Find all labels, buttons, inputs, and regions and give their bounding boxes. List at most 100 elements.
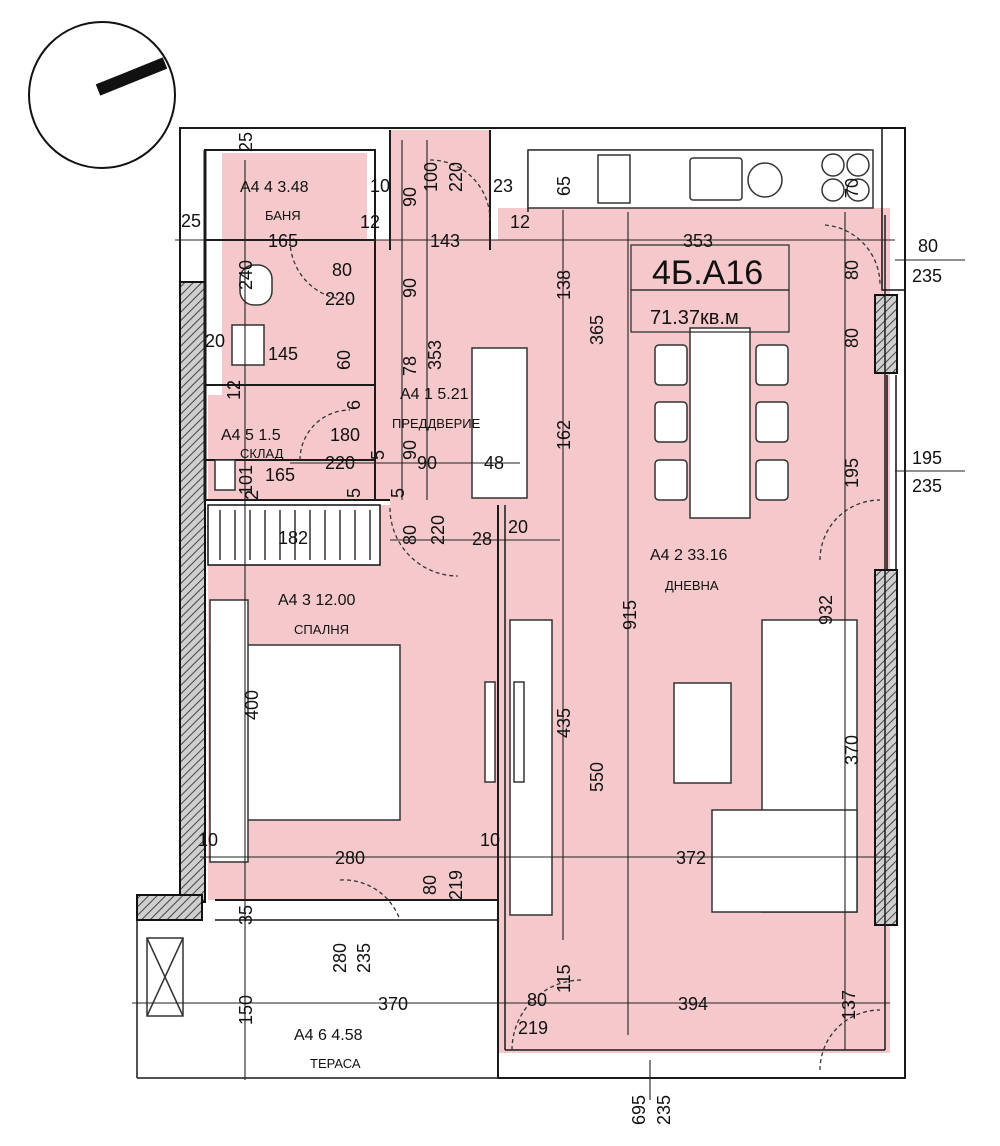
dim-145: 145 — [268, 344, 298, 364]
dim-65: 65 — [554, 176, 574, 196]
living-code: А4 2 — [650, 547, 683, 564]
dim-28: 28 — [472, 529, 492, 549]
unit-area: 71.37кв.м — [650, 307, 739, 329]
room-labels: А4 4 3.48 БАНЯ А4 1 5.21 ПРЕДДВЕРИЕ А4 5… — [221, 179, 728, 1071]
unit-label: 4Б.А16 71.37кв.м — [630, 244, 790, 333]
dim-25a: 25 — [236, 132, 256, 152]
dim-370b: 370 — [378, 994, 408, 1014]
svg-text:А4 6 4.58: А4 6 4.58 — [294, 1027, 363, 1044]
dim-195a: 195 — [842, 458, 862, 488]
dim-165b: 165 — [265, 465, 295, 485]
dim-138: 138 — [554, 270, 574, 300]
dim-195b: 195 — [912, 448, 942, 468]
dim-78: 78 — [400, 356, 420, 376]
dim-695: 695 — [629, 1095, 649, 1125]
bath-fill — [222, 153, 367, 241]
dim-80g: 80 — [527, 990, 547, 1010]
toilet — [239, 264, 273, 306]
hall-name: ПРЕДДВЕРИЕ — [392, 416, 481, 431]
wardrobe-strip — [207, 504, 381, 566]
furniture — [146, 149, 874, 1017]
dim-370a: 370 — [842, 735, 862, 765]
svg-text:А4 2 33.16: А4 2 33.16 — [650, 547, 728, 564]
terrace-name: ТЕРАСА — [310, 1056, 361, 1071]
storage-name: СКЛАД — [240, 446, 284, 461]
dim-137: 137 — [839, 990, 859, 1020]
living-area: 33.16 — [687, 547, 727, 564]
dim-80a: 80 — [918, 236, 938, 256]
svg-text:А4 3 12.00: А4 3 12.00 — [278, 592, 356, 609]
dim-70: 70 — [842, 178, 862, 198]
bath-area: 3.48 — [277, 179, 308, 196]
dim-353a: 353 — [683, 231, 713, 251]
hall-cabinet — [471, 347, 528, 499]
coffee-table — [673, 682, 732, 784]
dim-35: 35 — [236, 905, 256, 925]
dim-12b: 12 — [510, 212, 530, 232]
dim-235d: 235 — [654, 1095, 674, 1125]
dim-162: 162 — [554, 420, 574, 450]
dim-235a: 235 — [912, 266, 942, 286]
dim-182: 182 — [278, 528, 308, 548]
corridor-top-fill — [390, 130, 490, 248]
north-compass — [28, 21, 176, 169]
dim-219a: 219 — [446, 870, 466, 900]
dim-550: 550 — [587, 762, 607, 792]
dim-280b: 280 — [330, 943, 350, 973]
dim-80f: 80 — [420, 875, 440, 895]
bath-code: А4 4 — [240, 179, 273, 196]
dim-150: 150 — [236, 995, 256, 1025]
dim-101: 101 — [236, 465, 256, 495]
hall-code: А4 1 — [400, 386, 433, 403]
dim-90b: 90 — [400, 278, 420, 298]
dim-400: 400 — [242, 690, 262, 720]
dim-143: 143 — [430, 231, 460, 251]
unit-id: 4Б.А16 — [652, 254, 763, 292]
svg-text:А4 4 3.48: А4 4 3.48 — [240, 179, 309, 196]
dim-165a: 165 — [268, 231, 298, 251]
dim-20b: 20 — [508, 517, 528, 537]
dim-5b: 5 — [344, 488, 364, 498]
bedroom-name: СПАЛНЯ — [294, 622, 349, 637]
dim-2: 2 — [242, 490, 262, 500]
svg-text:А4 5 1.5: А4 5 1.5 — [221, 427, 281, 444]
hall-area: 5.21 — [437, 386, 468, 403]
svg-text:А4 1 5.21: А4 1 5.21 — [400, 386, 469, 403]
dim-220b: 220 — [325, 289, 355, 309]
dim-435: 435 — [554, 708, 574, 738]
dim-394: 394 — [678, 994, 708, 1014]
dim-353b: 353 — [425, 340, 445, 370]
door-swings — [289, 159, 881, 1071]
dim-235b: 235 — [912, 476, 942, 496]
dim-80d: 80 — [842, 328, 862, 348]
dim-100: 100 — [421, 162, 441, 192]
dim-20a: 20 — [205, 331, 225, 351]
terrace-area: 4.58 — [331, 1027, 362, 1044]
vertical-dimension-labels: 25 100 220 90 65 70 80 240 90 138 365 60… — [224, 132, 862, 1125]
dim-10c: 10 — [480, 830, 500, 850]
dim-12a: 12 — [360, 212, 380, 232]
dim-48: 48 — [484, 453, 504, 473]
dim-220d: 220 — [428, 515, 448, 545]
dim-115: 115 — [554, 964, 574, 993]
living-name: ДНЕВНА — [665, 578, 719, 593]
dining-table — [689, 327, 751, 519]
dim-915: 915 — [620, 600, 640, 630]
bath-name: БАНЯ — [265, 208, 301, 223]
dim-12c: 12 — [224, 380, 244, 400]
dim-5c: 5 — [388, 488, 408, 498]
dim-219b: 219 — [518, 1018, 548, 1038]
dim-90c: 90 — [417, 453, 437, 473]
dim-25b: 25 — [181, 211, 201, 231]
bedroom-door-fill — [390, 500, 498, 585]
dim-372: 372 — [676, 848, 706, 868]
dim-10a: 10 — [370, 176, 390, 196]
dim-80b: 80 — [842, 260, 862, 280]
dim-932: 932 — [816, 595, 836, 625]
dim-90d: 90 — [400, 440, 420, 460]
dim-280a: 280 — [335, 848, 365, 868]
dim-23: 23 — [493, 176, 513, 196]
dim-60: 60 — [334, 350, 354, 370]
terrace-code: А4 6 — [294, 1027, 327, 1044]
